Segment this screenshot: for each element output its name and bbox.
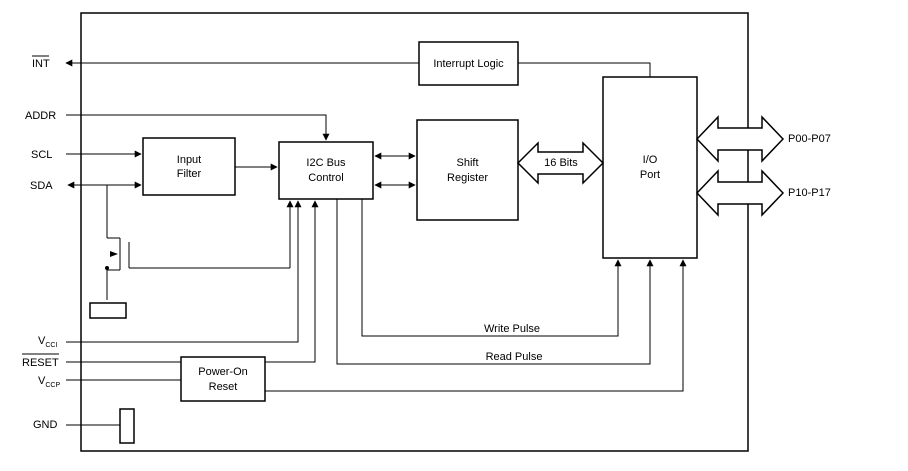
- pin-sda-label: SDA: [30, 180, 53, 192]
- input-filter-label-line1: Input: [177, 154, 201, 166]
- io-port-label-line2: Port: [640, 169, 660, 181]
- por-to-i2c-wire: [265, 200, 319, 363]
- io-port-block: I/O Port: [602, 76, 698, 259]
- pin-gnd-label: GND: [33, 419, 58, 431]
- port-p0-bus-arrow: [695, 115, 785, 163]
- device-boundary: [80, 12, 749, 452]
- io-to-interrupt-wire: [518, 62, 651, 77]
- pin-reset-label: RESET: [22, 357, 59, 369]
- shift-register-block: Shift Register: [416, 119, 519, 221]
- pin-vcci-label: VCCI: [38, 335, 57, 349]
- sda-ground-symbol: [89, 302, 127, 319]
- shift-register-label-line2: Register: [447, 172, 488, 184]
- pin-vccp-label: VCCP: [38, 375, 60, 389]
- power-on-reset-label-line2: Reset: [209, 381, 238, 393]
- port-p1-bus-arrow: [695, 169, 785, 217]
- sixteen-bits-bus-arrow: [516, 141, 605, 185]
- sixteen-bits-label: 16 Bits: [544, 157, 578, 169]
- interrupt-logic-block: Interrupt Logic: [418, 41, 519, 86]
- por-to-io-wire: [265, 259, 687, 392]
- read-pulse-label: Read Pulse: [486, 351, 543, 363]
- port-p1-label: P10-P17: [788, 187, 831, 199]
- shift-register-label-line1: Shift: [456, 157, 478, 169]
- port-p0-label: P00-P07: [788, 133, 831, 145]
- interrupt-logic-label: Interrupt Logic: [433, 58, 504, 70]
- input-filter-label-line2: Filter: [177, 168, 202, 180]
- addr-wire: [66, 114, 330, 141]
- power-on-reset-label-line1: Power-On: [198, 366, 248, 378]
- sda-driver-transistor: [105, 185, 294, 300]
- i2c-bus-control-block: I2C Bus Control: [278, 141, 374, 200]
- gnd-symbol: [119, 408, 135, 444]
- input-filter-block: Input Filter: [142, 137, 236, 196]
- i2c-bus-control-label-line2: Control: [308, 172, 343, 184]
- write-pulse-label: Write Pulse: [484, 323, 540, 335]
- power-on-reset-block: Power-On Reset: [180, 356, 266, 402]
- pin-addr-label: ADDR: [25, 110, 56, 122]
- pin-int-label: INT: [32, 58, 50, 70]
- read-pulse-wire: [336, 199, 654, 365]
- write-pulse-wire: [361, 199, 622, 337]
- i2c-bus-control-label-line1: I2C Bus: [306, 157, 346, 169]
- io-port-label-line1: I/O: [643, 154, 658, 166]
- vcci-wire: [66, 200, 302, 343]
- pin-scl-label: SCL: [31, 149, 52, 161]
